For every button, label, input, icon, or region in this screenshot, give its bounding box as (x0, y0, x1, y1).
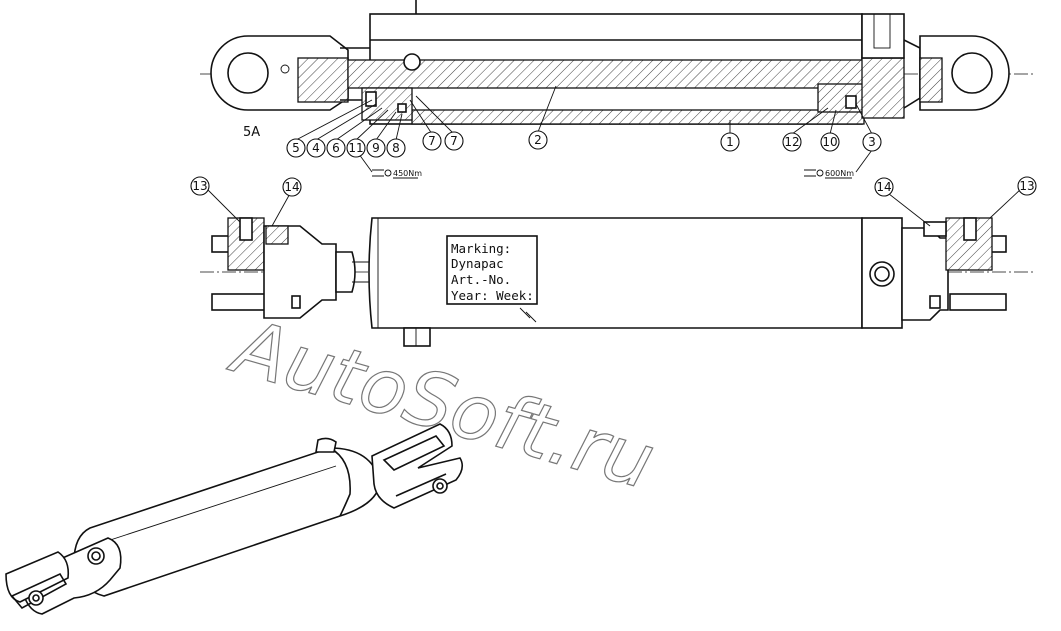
right-clevis-bottom-arm (949, 293, 1007, 311)
right-eye-bore (951, 52, 993, 94)
callout-3: 3 (862, 132, 882, 152)
callout-4: 4 (306, 138, 326, 158)
svg-text:6: 6 (332, 141, 340, 155)
callout-7b: 7 (444, 131, 464, 151)
callout-5: 5 (286, 138, 306, 158)
callout-7a: 7 (422, 131, 442, 151)
port-boss (403, 53, 421, 71)
iso-port (315, 437, 337, 453)
torque-note-left: 450Nm (372, 169, 422, 179)
svg-text:8: 8 (392, 141, 400, 155)
sectional-view: 5A 450Nm 60 (200, 0, 1035, 179)
marking-line-2: Dynapac (451, 256, 504, 271)
isometric-view (5, 423, 464, 615)
piston-rod (347, 59, 869, 89)
torque-note-right: 600Nm (804, 169, 854, 179)
cylinder-body (368, 217, 863, 329)
callout-10: 10 (820, 132, 840, 152)
hydraulic-port (403, 327, 431, 347)
marking-line-1: Marking: (451, 241, 511, 256)
callout-1: 1 (720, 132, 740, 152)
leader-lines (295, 85, 873, 173)
left-eye-section (297, 57, 349, 103)
svg-text:13: 13 (1019, 179, 1034, 193)
view-label: 5A (243, 125, 260, 140)
callout-11: 11 (346, 138, 366, 158)
right-rod-end (901, 227, 949, 321)
svg-text:12: 12 (784, 135, 799, 149)
svg-text:11: 11 (348, 141, 363, 155)
svg-text:2: 2 (534, 133, 542, 147)
svg-text:7: 7 (450, 134, 458, 148)
callout-12: 12 (782, 132, 802, 152)
svg-text:450Nm: 450Nm (393, 169, 422, 178)
callout-9: 9 (366, 138, 386, 158)
svg-text:3: 3 (868, 135, 876, 149)
tube-wall-section (411, 109, 865, 125)
callout-13-right: 13 (1017, 176, 1037, 196)
callout-13-left: 13 (190, 176, 210, 196)
callout-8: 8 (386, 138, 406, 158)
svg-text:7: 7 (428, 134, 436, 148)
left-rod-stub (335, 251, 356, 293)
svg-text:5: 5 (292, 141, 300, 155)
piston-section (817, 83, 865, 113)
callout-2: 2 (528, 130, 548, 150)
svg-text:14: 14 (876, 180, 891, 194)
left-eye-bore (227, 52, 269, 94)
marking-line-4: Year: Week: (451, 288, 534, 303)
left-rod-end (263, 225, 337, 319)
svg-text:4: 4 (312, 141, 320, 155)
iso-left-plug (87, 547, 105, 565)
marking-box (446, 235, 538, 305)
right-eye-section (919, 57, 943, 103)
right-head-plug (869, 261, 895, 287)
right-head-section (861, 57, 905, 119)
svg-text:13: 13 (192, 179, 207, 193)
callout-14-left: 14 (282, 177, 302, 197)
svg-text:10: 10 (822, 135, 837, 149)
svg-text:1: 1 (726, 135, 734, 149)
svg-text:14: 14 (284, 180, 299, 194)
marking-line-3: Art.-No. (451, 272, 511, 287)
iso-left-clevis (5, 551, 70, 603)
callout-14-right: 14 (874, 177, 894, 197)
callout-6: 6 (326, 138, 346, 158)
iso-cylinder-body (73, 447, 381, 597)
side-view: Marking: Dynapac Art.-No. Year: Week: 13… (190, 176, 1037, 347)
svg-text:600Nm: 600Nm (825, 169, 854, 178)
svg-text:9: 9 (372, 141, 380, 155)
